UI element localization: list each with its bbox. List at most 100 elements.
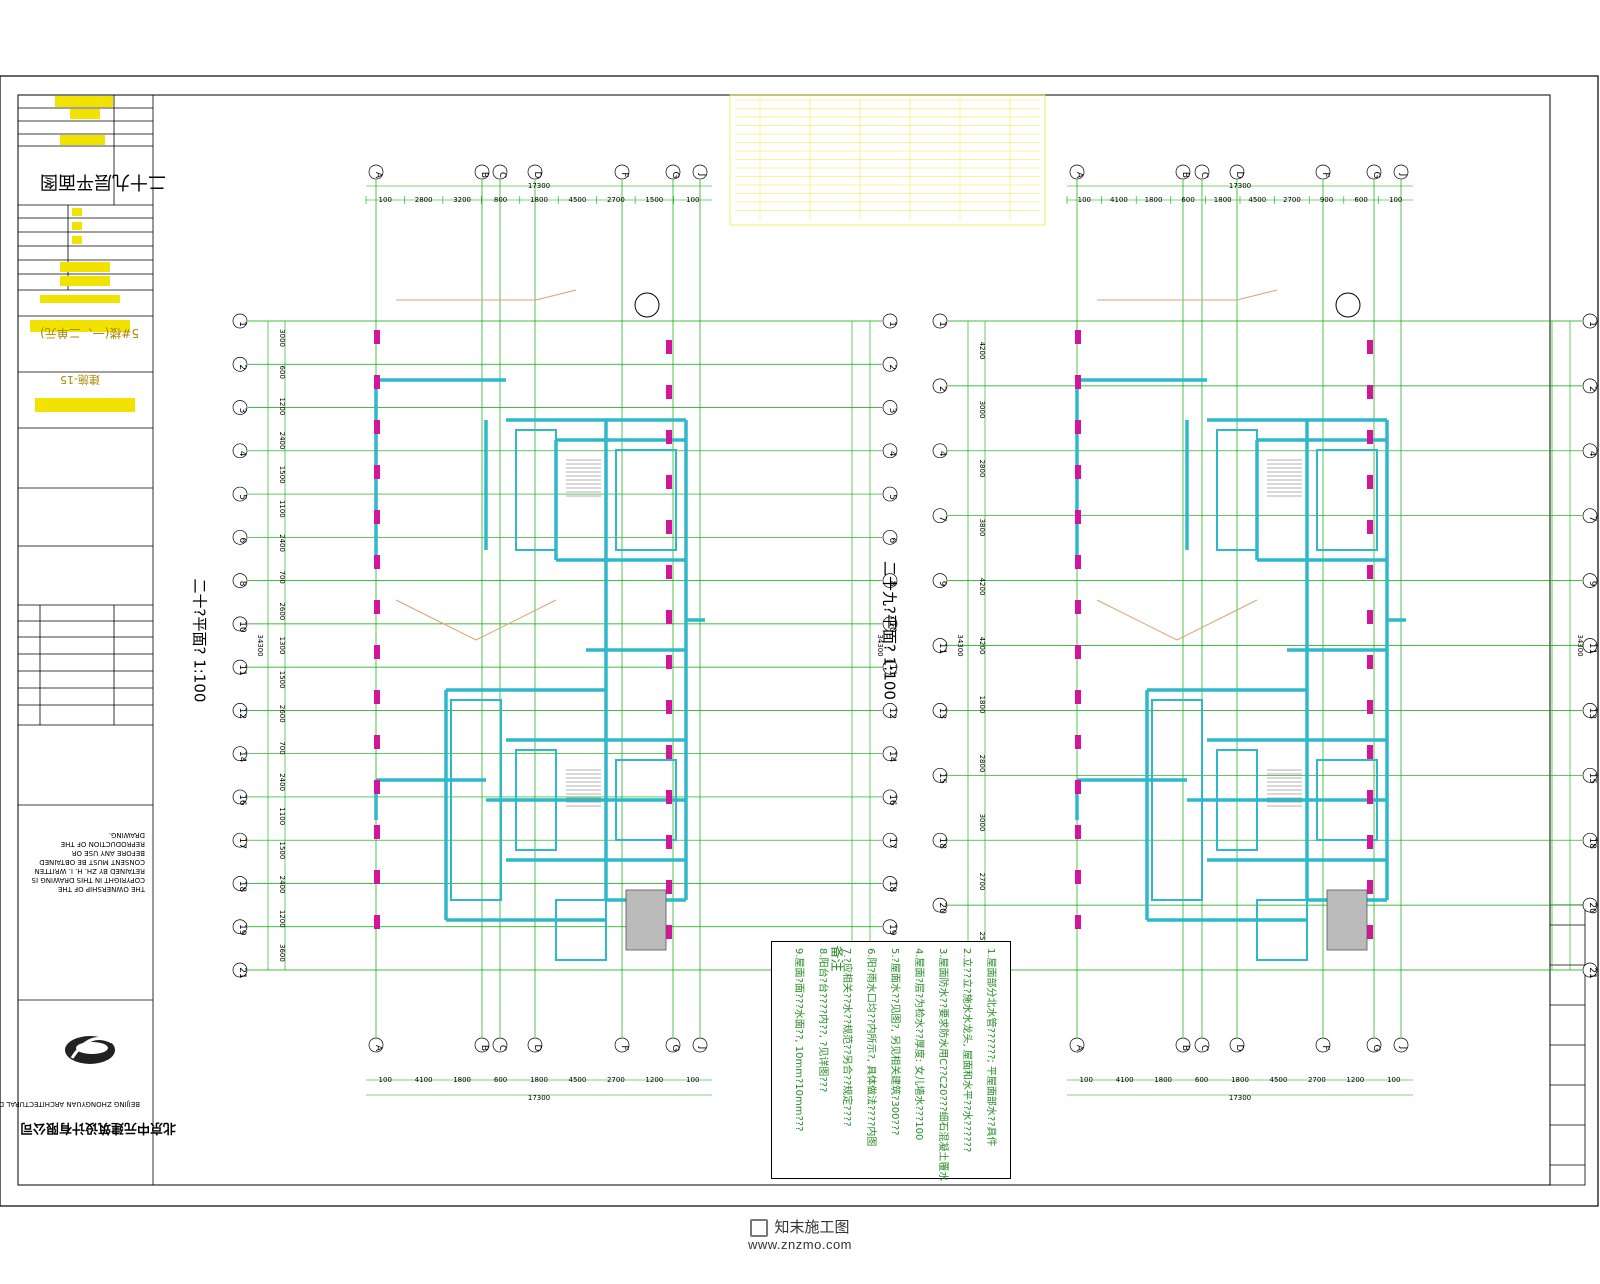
window-mark [374,870,380,884]
column-axis-bubble [1069,1037,1085,1053]
window-mark [1367,520,1373,534]
column-axis-bubble [527,1037,543,1053]
column-axis-bubble [1393,1037,1409,1053]
room-outline [1316,449,1378,551]
column-axis-label: D [1234,1045,1244,1052]
row-axis-bubble [1582,443,1598,459]
height-dimension-label: 34300 [1576,634,1584,656]
left-dimension-label: 1800 [978,696,986,714]
top-dimension-label: 4100 [1110,196,1128,204]
row-axis-label: 6 [887,537,897,543]
top-dimension-label: 1500 [645,196,663,204]
row-axis-label: 17 [237,837,247,848]
row-axis-label: 6 [237,537,247,543]
row-axis-label: 11 [237,664,247,675]
bottom-dimension-label: 1800 [530,1076,548,1084]
row-axis-bubble [232,876,248,891]
column-axis-label: A [373,172,383,179]
row-axis-bubble [932,573,948,588]
window-mark [374,735,380,749]
column-axis-label: J [697,173,707,177]
bottom-dimension-label: 1200 [1346,1076,1364,1084]
row-axis-label: 16 [887,794,897,806]
row-axis-label: 9 [1587,581,1597,587]
row-axis-bubble [932,378,948,394]
row-axis-label: 18 [237,881,247,893]
column-axis-label: G [670,172,680,179]
row-axis-label: 5 [237,494,247,500]
row-axis-label: 11 [1587,643,1597,654]
title-block-drawing-name: 二十九层平面图 [40,171,166,192]
row-axis-bubble [232,313,248,329]
left-dimension-label: 1300 [278,637,286,655]
note-line: 2.立??立?施水水龙头, 屋面和水平??水?????? [961,948,972,1153]
title-block-company-en: BEIJING ZHONGYUAN ARCHITECTURAL DESIGN C… [0,1100,140,1108]
left-dimension-label: 2400 [278,432,286,450]
detail-callout [1335,292,1361,318]
row-axis-bubble [232,746,248,762]
top-dimension-label: 2700 [607,196,625,204]
watermark: 知末施工图 www.znzmo.com [720,1216,880,1252]
window-mark [666,790,672,804]
watermark-url: www.znzmo.com [747,1237,853,1252]
row-axis-bubble [882,789,898,805]
window-mark [374,690,380,704]
height-dimension-label: 34300 [876,634,884,656]
height-dimension-label: 34300 [256,634,264,656]
left-dimension-label: 4200 [978,637,986,655]
column-axis-label: C [1199,172,1209,178]
row-axis-label: 18 [937,837,947,849]
row-axis-label: 18 [1587,837,1597,849]
window-mark [1367,610,1373,624]
window-mark [374,600,380,614]
left-dimension-label: 3000 [978,401,986,419]
column-axis-bubble [1175,164,1191,180]
window-mark [666,745,672,759]
row-axis-bubble [882,443,898,459]
row-axis-bubble [882,616,898,632]
window-mark [1075,780,1081,794]
balcony-outline [1097,289,1278,301]
window-mark [666,475,672,489]
hatched-shaft [1326,889,1368,951]
window-mark [374,780,380,794]
top-dimension-label: 1800 [1145,196,1163,204]
row-axis-label: 10 [237,621,247,633]
row-axis-label: 14 [887,751,897,763]
hatched-shaft [625,889,667,951]
column-axis-label: J [1398,173,1408,177]
row-axis-bubble [882,486,898,502]
row-axis-label: 16 [237,794,247,806]
row-axis-bubble [232,616,248,632]
left-dimension-label: 2500 [978,932,986,950]
column-axis-label: B [479,172,489,178]
row-axis-label: 13 [937,708,947,719]
window-mark [374,465,380,479]
row-axis-bubble [932,443,948,459]
column-axis-bubble [1069,164,1085,180]
title-block-project: 5#楼(一、二单元) [40,326,140,340]
column-axis-label: A [1074,1045,1084,1052]
left-dimension-label: 600 [278,366,286,379]
row-axis-label: 19 [887,924,897,936]
row-axis-bubble [932,703,948,718]
row-axis-label: 4 [237,451,247,457]
bottom-dimension-label: 600 [1195,1076,1208,1084]
row-axis-label: 12 [237,708,247,719]
window-mark [1367,745,1373,759]
balcony-outline [1096,599,1258,641]
left-plan-title: 二十?平面? 1:100 [190,578,209,703]
title-block-copyright: THE OWNERSHIP OF THE COPYRIGHT IN THIS D… [31,831,145,893]
top-dimension-label: 4500 [1248,196,1266,204]
window-mark [666,700,672,714]
row-axis-label: 21 [1587,967,1597,978]
window-mark [374,645,380,659]
row-axis-label: 17 [887,837,897,848]
row-axis-bubble [932,767,948,783]
window-mark [1367,925,1373,939]
row-axis-bubble [232,703,248,718]
top-dimension-label: 100 [1078,196,1091,204]
left-dimension-label: 3000 [278,329,286,347]
